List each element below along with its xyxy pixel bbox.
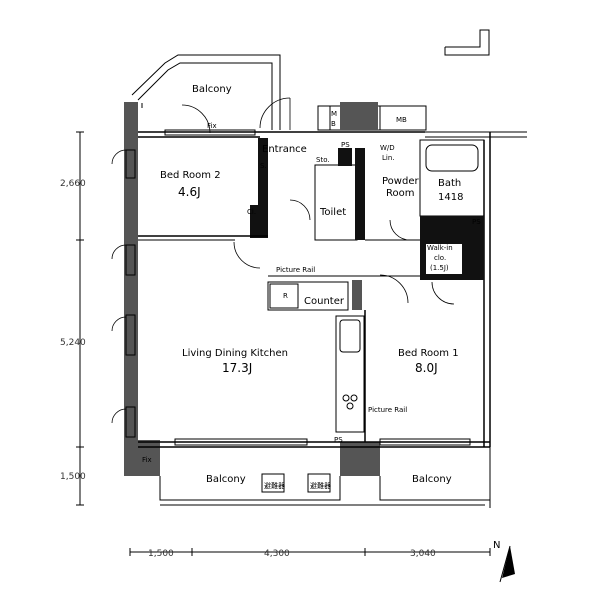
bedroom2-name: Bed Room 2 [160, 170, 221, 181]
compass-label: N [493, 540, 500, 551]
horizontal-dimension-line [129, 548, 491, 556]
doors [181, 97, 455, 305]
top-right-balcony-outline [444, 29, 490, 56]
balcony-left-label: Balcony [206, 474, 246, 485]
b-label: B [331, 120, 336, 128]
meter-box-area [317, 102, 427, 131]
r-label: R [283, 292, 288, 300]
entrance-label: Entrance [262, 144, 307, 155]
vertical-dimension-line [76, 131, 84, 506]
bedroom2-size: 4.6J [178, 185, 201, 199]
sto-label: Sto. [316, 156, 330, 164]
powder-room-label-1: Powder [382, 176, 419, 187]
fix-label-1: Fix [207, 122, 217, 130]
top-balcony [131, 54, 281, 130]
counter-label: Counter [304, 296, 345, 307]
bath-name: Bath [438, 178, 461, 189]
powder-room-label-2: Room [386, 188, 414, 199]
dim-vertical-1: 2,660 [60, 179, 86, 189]
dim-vertical-3: 1,500 [60, 472, 86, 482]
ps-label-2: PS [472, 218, 481, 226]
ps-label-3: PS [334, 436, 343, 444]
fire-escape-label-2: 避難器 [310, 481, 331, 490]
dim-vertical-2: 5,240 [60, 338, 86, 348]
bedroom1-size: 8.0J [415, 361, 438, 375]
walkin-label-2: clo. [434, 254, 446, 262]
m-label: M [331, 110, 337, 118]
toilet-label: Toilet [319, 207, 346, 218]
fix-label-2: Fix [142, 456, 152, 464]
lin-label: Lin. [382, 154, 395, 162]
balcony-top-label: Balcony [192, 84, 232, 95]
mb-label: MB [396, 116, 407, 124]
dim-horizontal-3: 3,040 [410, 549, 436, 559]
cl-label: Cl. [247, 208, 256, 216]
shoe-label: S. [260, 162, 267, 170]
picture-rail-label-1: Picture Rail [276, 266, 315, 274]
dim-horizontal-2: 4,300 [264, 549, 290, 559]
walkin-label-3: (1.5J) [430, 264, 449, 272]
bottom-windows [164, 129, 471, 446]
bath-size: 1418 [438, 192, 463, 203]
picture-rail-label-2: Picture Rail [368, 406, 407, 414]
walkin-label-1: Walk-in [427, 244, 453, 252]
fire-escape-label-1: 避難器 [264, 481, 285, 490]
bottom-balcony [159, 447, 491, 508]
left-windows [111, 149, 136, 438]
bedroom1-name: Bed Room 1 [398, 348, 459, 359]
wd-label: W/D [380, 144, 395, 152]
ldk-size: 17.3J [222, 361, 252, 375]
interior-walls [138, 138, 485, 442]
balcony-right-label: Balcony [412, 474, 452, 485]
north-arrow-icon [499, 545, 515, 583]
ldk-name: Living Dining Kitchen [182, 348, 288, 359]
ps-label-1: PS [341, 141, 350, 149]
outer-walls [124, 102, 527, 476]
dim-horizontal-1: 1,500 [148, 549, 174, 559]
